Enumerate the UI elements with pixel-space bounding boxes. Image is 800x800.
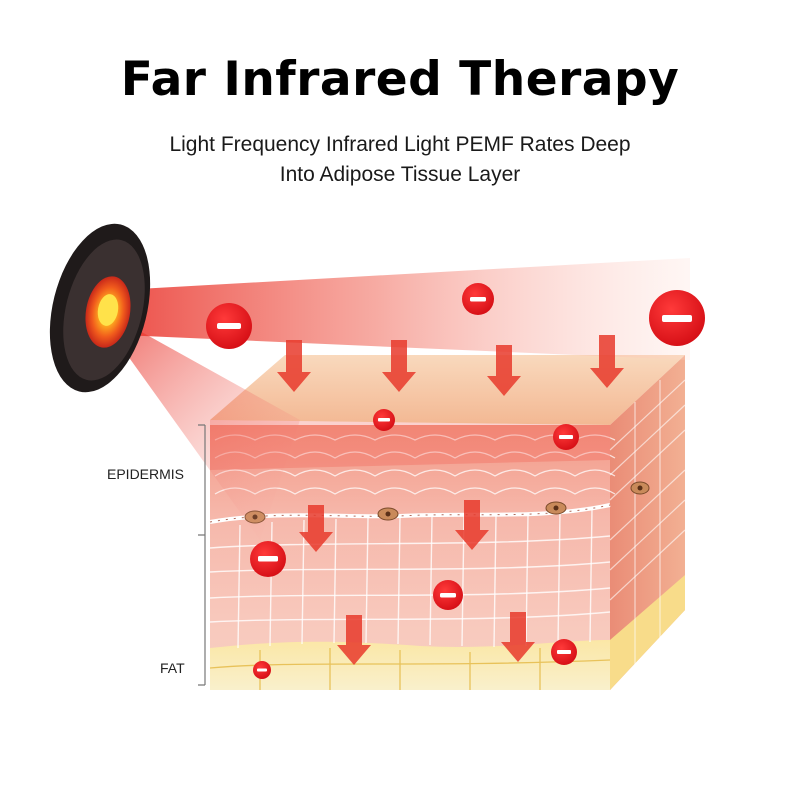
infrared-beam-glow (210, 420, 610, 470)
skin-top-surface (210, 355, 685, 425)
side-cells (609, 379, 686, 665)
fat-side-face (610, 575, 685, 690)
subtitle: Light Frequency Infrared Light PEMF Rate… (100, 130, 700, 190)
down-arrow-icon (337, 615, 371, 665)
down-arrow-icon (455, 500, 489, 550)
negative-ion-icon (553, 424, 579, 450)
negative-ion-icon (551, 639, 577, 665)
down-arrow-icon (501, 612, 535, 662)
subtitle-line-1: Light Frequency Infrared Light PEMF Rate… (169, 133, 631, 156)
skin-cell-icon (377, 507, 399, 521)
down-arrow-icon (487, 345, 521, 396)
down-arrow-icon (299, 505, 333, 552)
negative-ion-icon (373, 409, 395, 431)
negative-ion-icon (649, 290, 705, 346)
skin-cell-icon (630, 481, 650, 495)
negative-ion-icon (462, 283, 494, 315)
layer-bracket (198, 424, 206, 686)
negative-ion-icon (250, 541, 286, 577)
infrared-beam-lower (120, 320, 300, 540)
down-arrow-icon (382, 340, 416, 392)
infrared-emitter-icon (49, 223, 151, 393)
infrared-beam-upper (120, 258, 690, 360)
label-fat: FAT (160, 660, 185, 676)
subtitle-line-2: Into Adipose Tissue Layer (279, 163, 521, 186)
negative-ion-icon (253, 661, 271, 679)
down-arrow-icon (590, 335, 624, 388)
page-title: Far Infrared Therapy (120, 52, 680, 107)
down-arrow-icon (277, 340, 311, 392)
negative-ion-icon (206, 303, 252, 349)
skin-cell-icon (545, 501, 567, 515)
negative-ion-icon (433, 580, 463, 610)
label-epidermis: EPIDERMIS (107, 466, 185, 482)
